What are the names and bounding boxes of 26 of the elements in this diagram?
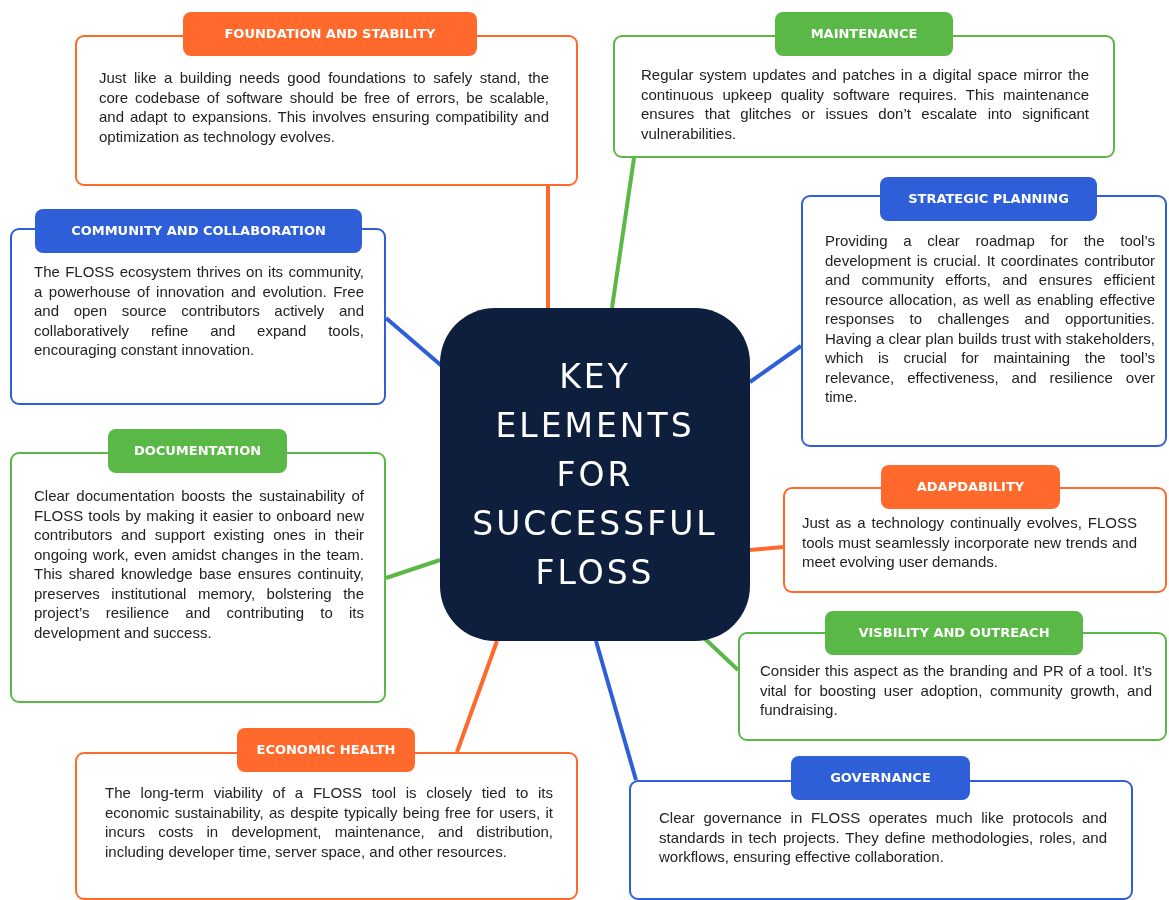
card-text: The FLOSS ecosystem thrives on its community, a powerhouse of innovation and evolution. Free and open source contributors actively and collaboratively refine and expand tools, encouraging constant innovation. (34, 262, 364, 360)
card-text: Just like a building needs good foundations to safely stand, the core codebase of software should be free of errors, be scalable, and adapt to expansions. This involves ensuring compatibility and optimization as technology evolves. (99, 68, 549, 146)
card-heading: GOVERNANCE (791, 756, 970, 800)
card-text: The long-term viability of a FLOSS tool is closely tied to its economic sustainability, as despite typically being free for users, it incurs costs in development, maintenance, and distribution, including developer time, server space, and other resources. (105, 783, 553, 861)
connector-line (610, 157, 636, 309)
connector-line (594, 640, 638, 781)
card-text: Clear governance in FLOSS operates much like protocols and standards in tech projects. They define methodologies, roles, and workflows, ensuring effective collaboration. (659, 808, 1107, 867)
connector-line (749, 545, 784, 552)
card-text: Clear documentation boosts the sustainability of FLOSS tools by making it easier to onboard new contributors and support existing ones in their ongoing work, even amidst changes in the team. This shared knowledge base ensures continuity, preserves institutional memory, bolstering the project’s resilience and contributing to its development and success. (34, 486, 364, 642)
card-heading: ECONOMIC HEALTH (237, 728, 415, 772)
connector-line (546, 186, 550, 308)
card-heading: VISBILITY AND OUTREACH (825, 611, 1083, 655)
card-text: Providing a clear roadmap for the tool’s development is crucial. It coordinates contributor and community efforts, and ensures efficient resource allocation, as well as enabling effective responses to challenges and opportunities. Having a clear plan builds trust with stakeholders, which is crucial for maintaining the tool’s relevance, effectiveness, and resilience over time. (825, 231, 1155, 407)
card-text: Regular system updates and patches in a digital space mirror the continuous upkeep quality software requires. This maintenance ensures that glitches or issues don’t escalate into significant vulnerabilities. (641, 65, 1089, 143)
connector-line (385, 558, 441, 580)
card-heading: COMMUNITY AND COLLABORATION (35, 209, 362, 253)
card-heading: DOCUMENTATION (108, 429, 287, 473)
central-title: KEY ELEMENTS FOR SUCCESSFUL FLOSS (471, 356, 719, 594)
card-heading: ADAPDABILITY (881, 465, 1060, 509)
card-heading: MAINTENANCE (775, 12, 953, 56)
connector-line (455, 640, 499, 753)
card-heading: STRATEGIC PLANNING (880, 177, 1097, 221)
card-heading: FOUNDATION AND STABILITY (183, 12, 477, 56)
connector-line (748, 344, 803, 384)
card-text: Consider this aspect as the branding and PR of a tool. It’s vital for boosting user adoption, community growth, and fundraising. (760, 661, 1152, 720)
card-text: Just as a technology continually evolves, FLOSS tools must seamlessly incorporate new trends and meet evolving user demands. (802, 513, 1137, 572)
